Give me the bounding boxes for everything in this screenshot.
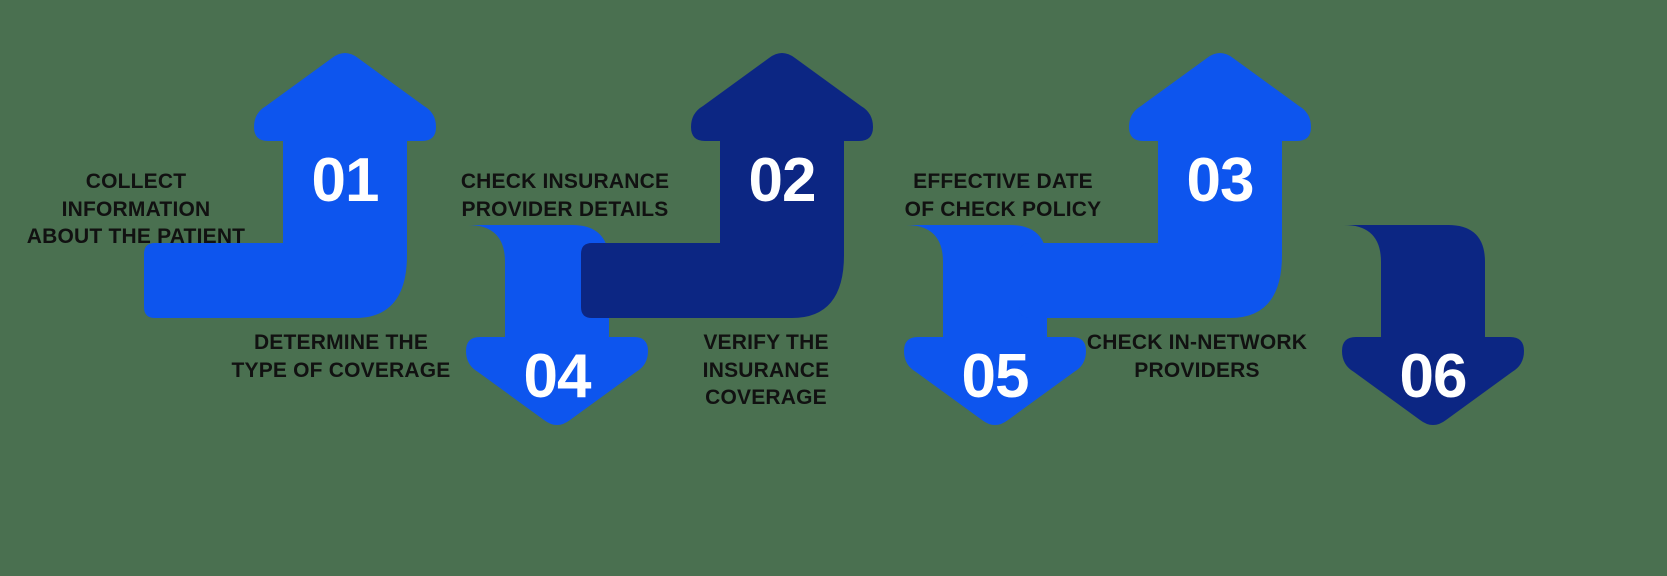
step-number-05: 05 (961, 342, 1030, 411)
step-label-05: VERIFY THE INSURANCE COVERAGE (702, 331, 830, 410)
step-shape-01[interactable] (144, 53, 436, 318)
step-number-01: 01 (311, 146, 380, 215)
step-number-03: 03 (1186, 146, 1255, 215)
step-shape-06-path[interactable] (1258, 225, 1524, 425)
step-shape-03[interactable] (1019, 53, 1311, 318)
step-shape-03-path[interactable] (1019, 53, 1311, 318)
step-shape-01-path[interactable] (144, 53, 436, 318)
step-number-04: 04 (523, 342, 592, 411)
step-label-01: COLLECT INFORMATION ABOUT THE PATIENT (26, 170, 246, 249)
step-shape-06[interactable] (1258, 225, 1524, 425)
step-number-06: 06 (1399, 342, 1468, 411)
step-label-03: EFFECTIVE DATE OF CHECK POLICY (904, 170, 1102, 221)
step-shape-02[interactable] (581, 53, 873, 318)
step-label-04: DETERMINE THE TYPE OF COVERAGE (231, 331, 451, 382)
step-label-02: CHECK INSURANCE PROVIDER DETAILS (460, 170, 670, 221)
step-number-02: 02 (748, 146, 817, 215)
step-shape-02-path[interactable] (581, 53, 873, 318)
step-label-06: CHECK IN-NETWORK PROVIDERS (1086, 331, 1308, 382)
